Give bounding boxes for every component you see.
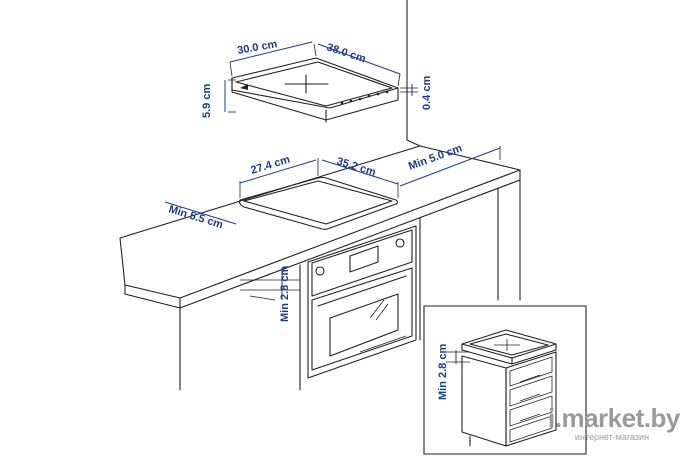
watermark-logo: i.market.by интернет-магазин — [548, 403, 680, 442]
hob-controls — [340, 90, 389, 105]
hob-width-label: 38.0 cm — [325, 41, 367, 65]
min-below-drawers-label: Min 2.8 cm — [437, 344, 449, 400]
hob-dimensions — [224, 41, 418, 113]
cutout-width-label: 35.2 cm — [335, 155, 377, 178]
cutout — [238, 176, 399, 230]
hob — [231, 57, 399, 123]
hob-height-label: 5.9 cm — [201, 84, 213, 118]
inset-view — [423, 305, 587, 455]
hob-rim-label: 0.4 cm — [421, 76, 433, 110]
min-below-oven-label: Min 2.8 cm — [279, 266, 291, 322]
min-side-label: Min 5.5 cm — [167, 203, 225, 231]
oven — [307, 225, 417, 379]
oven-gap-dimension — [240, 268, 300, 301]
watermark-brand: i.market.by — [548, 403, 680, 433]
wall-corner — [406, 0, 421, 147]
base-cabinet — [179, 179, 521, 391]
watermark-subtitle: интернет-магазин — [574, 432, 650, 442]
hob-depth-label: 30.0 cm — [236, 38, 278, 57]
countertop — [119, 145, 521, 309]
cutout-dimensions — [164, 146, 501, 225]
